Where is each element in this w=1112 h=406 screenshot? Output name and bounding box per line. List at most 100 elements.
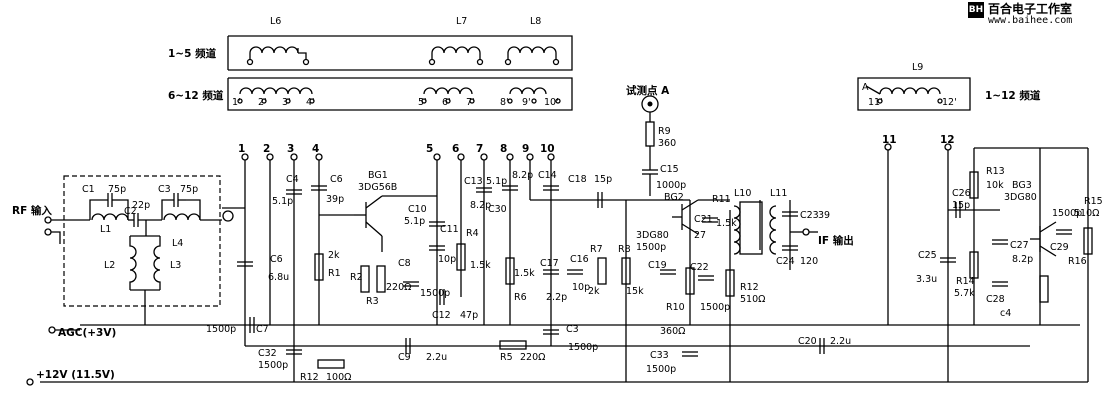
label-C27v: 8.2p [1012, 254, 1033, 265]
tap-12: 12' [942, 97, 957, 108]
test-point-A [641, 95, 659, 196]
label-C19v: 1500p [636, 242, 666, 253]
test-point-label: 试测点 A [626, 84, 670, 97]
component-labels: C1 75p C2 22p C3 75p L1 L2 L3 L4 C4 5.1p… [82, 126, 1103, 383]
label-C19: C19 [648, 260, 667, 271]
terminal-6: 6 [452, 143, 459, 155]
label-C21v: 27 [694, 230, 706, 241]
label-C6topv: 39p [326, 194, 344, 205]
label-C12: C12 [432, 310, 451, 321]
tap-6: 6' [442, 97, 451, 108]
label-C30: C30 [488, 204, 507, 215]
label-C9: C9 [398, 352, 411, 363]
transistor-bg3 [1030, 221, 1057, 257]
label-C8: C8 [398, 258, 411, 269]
label-R10: R10 [666, 302, 685, 313]
coil-L8: L8 [530, 16, 541, 27]
label-C33v: 1500p [646, 364, 676, 375]
label-R4v: 1.5k [470, 260, 491, 271]
terminal-11: 11 [882, 134, 897, 146]
if-output-label: IF 输出 [818, 234, 854, 247]
label-R15v: 510Ω [1074, 208, 1099, 219]
label-C13: C13 [464, 176, 483, 187]
terminal-8: 8 [500, 143, 507, 155]
label-C7v: 1500p [206, 324, 236, 335]
label-C3a: C3 [158, 184, 171, 195]
label-BG3: BG3 [1012, 180, 1032, 191]
label-C3: C3 [566, 324, 579, 335]
label-C14: C14 [538, 170, 557, 181]
label-C10: C10 [408, 204, 427, 215]
rf-input-network [26, 175, 234, 386]
label-R13v: 10k [986, 180, 1004, 191]
label-R6: R6 [514, 292, 527, 303]
label-C28: C28 [986, 294, 1005, 305]
label-R12: R12 [300, 372, 319, 383]
label-C16: C16 [570, 254, 589, 265]
label-C2v: 22p [132, 200, 150, 211]
label-C3v: 1500p [568, 342, 598, 353]
label-C18v: 15p [594, 174, 612, 185]
tap-9: 9' [522, 97, 531, 108]
terminal-dots [241, 143, 952, 161]
label-C23v: 39 [818, 210, 830, 221]
label-R5: R5 [500, 352, 513, 363]
tap-7: 7' [466, 97, 475, 108]
label-C1: C1 [82, 184, 95, 195]
label-C22: C22 [690, 262, 709, 273]
label-C8v: 1500p [420, 288, 450, 299]
label-L2: L2 [104, 260, 115, 271]
band-box-right [857, 77, 971, 111]
label-C17v: 2.2p [546, 292, 567, 303]
label-C14v: 8.2p [512, 170, 533, 181]
label-L10: L10 [734, 188, 751, 199]
label-C28v: c4 [1000, 308, 1011, 319]
label-R11: R11 [712, 194, 731, 205]
label-R14v: 5.7k [954, 288, 975, 299]
label-R3v: 220Ω [386, 282, 411, 293]
label-L11: L11 [770, 188, 787, 199]
coil-L6: L6 [270, 16, 281, 27]
label-C16v: 10p [572, 282, 590, 293]
label-C29v: 1500p [1052, 208, 1082, 219]
label-R9v: 360 [658, 138, 676, 149]
coil-L9: L9 [912, 62, 923, 73]
label-R6v: 1.5k [514, 268, 535, 279]
transistor-bg1 [319, 195, 437, 252]
label-C32v: 1500p [258, 360, 288, 371]
watermark-url: www.baihee.com [988, 15, 1073, 26]
label-R7: R7 [590, 244, 603, 255]
label-C11: C11 [440, 224, 459, 235]
label-R1: R1 [328, 268, 341, 279]
label-C15: C15 [660, 164, 679, 175]
label-C18: C18 [568, 174, 587, 185]
label-C3av: 75p [180, 184, 198, 195]
terminal-4: 4 [312, 143, 319, 155]
rf-input-label: RF 输入 [12, 204, 52, 217]
label-C25v: 3.3u [916, 274, 937, 285]
watermark-badge: BH [968, 2, 984, 18]
label-R8: R8 [618, 244, 631, 255]
label-C26: C26 [952, 188, 971, 199]
label-C20: C20 [798, 336, 817, 347]
terminal-2: 2 [263, 143, 270, 155]
band-box-6-12 [227, 77, 573, 111]
label-R10v: 360Ω [660, 326, 685, 337]
label-R7v: 2k [588, 286, 600, 297]
label-R3: R3 [366, 296, 379, 307]
label-C13v: 8.2p [470, 200, 491, 211]
label-R12v: 100Ω [326, 372, 351, 383]
tap-4: 4' [306, 97, 315, 108]
label-BG1t: 3DG56B [358, 182, 397, 193]
label-C7: C7 [256, 324, 269, 335]
label-R8v: 15k [626, 286, 644, 297]
band-label-6-12: 6~12 频道 [168, 89, 224, 102]
label-C25: C25 [918, 250, 937, 261]
label-R11v: 1.5k [716, 218, 737, 229]
label-C4v: 5.1p [272, 196, 293, 207]
band-label-1-12: 1~12 频道 [985, 89, 1041, 102]
label-R2: R2 [350, 272, 363, 283]
label-C24: C24 [776, 256, 795, 267]
terminal-1: 1 [238, 143, 245, 155]
